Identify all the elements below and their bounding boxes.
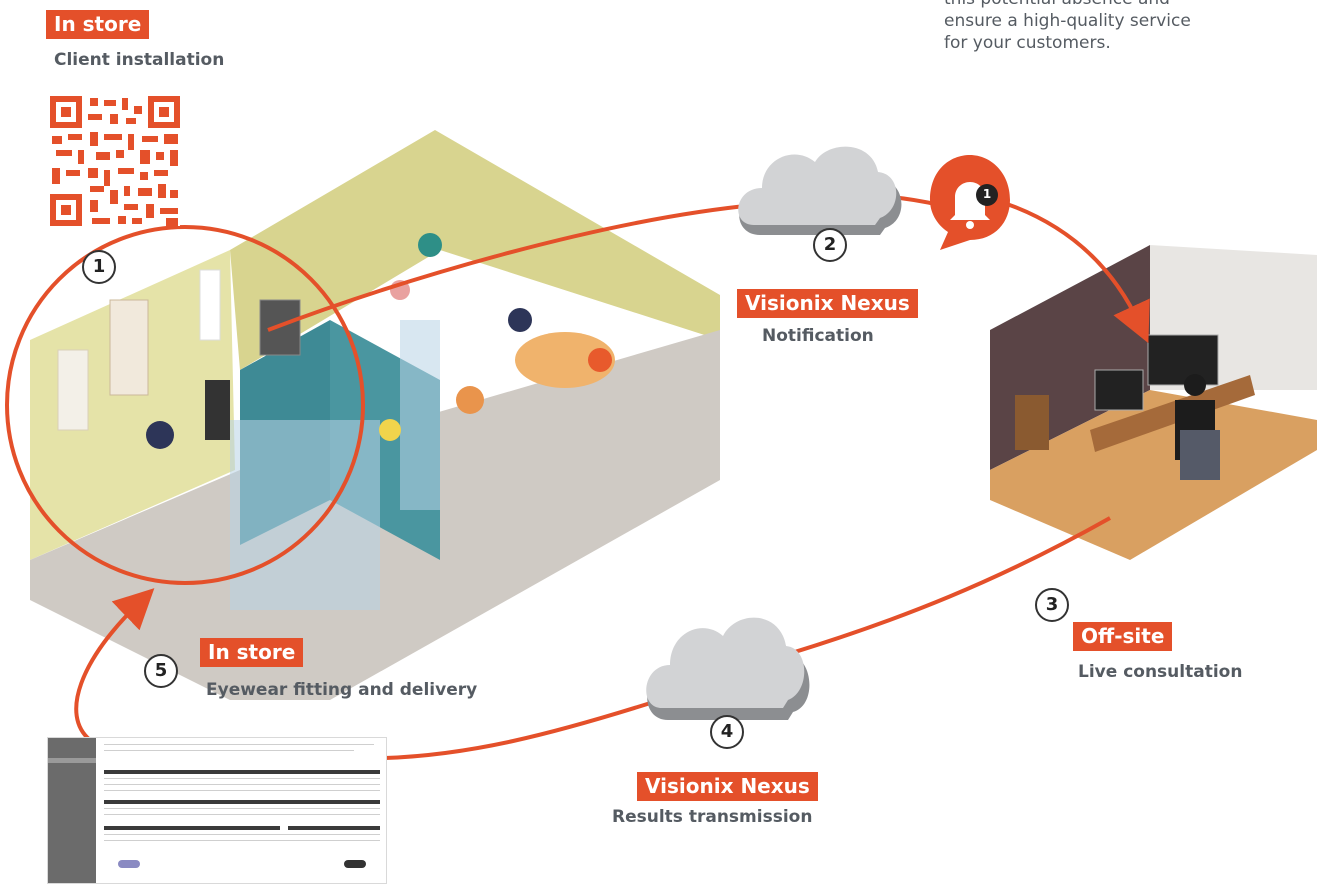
screenshot-line [104, 750, 354, 751]
off-site-tag: Off-site [1073, 622, 1173, 651]
cloud-icon [646, 617, 810, 720]
office-illustration [990, 245, 1317, 560]
intro-line: this potential absence and [944, 0, 1274, 10]
in-store-tag: In store [200, 638, 304, 667]
intro-line: for your customers. [944, 33, 1111, 53]
bell-icon [930, 155, 1010, 250]
delivery-caption: Eyewear fitting and delivery [206, 680, 478, 700]
consultation-caption: Live consultation [1078, 662, 1243, 682]
screenshot-table-header [104, 770, 380, 774]
qr-code-icon [50, 96, 180, 226]
screenshot-button [344, 860, 366, 868]
screenshot-table-header [104, 826, 280, 830]
intro-line: ensure a high-quality service [944, 11, 1191, 31]
notification-caption: Notification [762, 326, 874, 346]
client-install-caption: Client installation [54, 50, 225, 70]
screenshot-line [104, 790, 380, 791]
step-5-number: 5 [144, 654, 178, 688]
screenshot-line [104, 840, 380, 841]
screenshot-line [104, 808, 380, 809]
step-3-number: 3 [1035, 588, 1069, 622]
screenshot-line [104, 814, 380, 815]
step-1-number: 1 [82, 250, 116, 284]
results-caption: Results transmission [612, 807, 813, 827]
notification-tag: Visionix Nexus [737, 289, 918, 318]
results-screenshot [47, 737, 387, 884]
client-install-tag: In store [46, 10, 150, 39]
notification-badge: 1 [982, 187, 992, 201]
screenshot-table-header [288, 826, 380, 830]
screenshot-button [118, 860, 140, 868]
screenshot-table-header [104, 800, 380, 804]
step-2-number: 2 [813, 228, 847, 262]
screenshot-line [104, 834, 380, 835]
screenshot-line [104, 744, 374, 745]
intro-text: this potential absence and ensure a high… [944, 0, 1274, 54]
cloud-icon [738, 146, 902, 235]
step-4-number: 4 [710, 715, 744, 749]
screenshot-nav-active [48, 758, 96, 763]
screenshot-line [104, 778, 380, 779]
results-tag: Visionix Nexus [637, 772, 818, 801]
screenshot-line [104, 784, 380, 785]
